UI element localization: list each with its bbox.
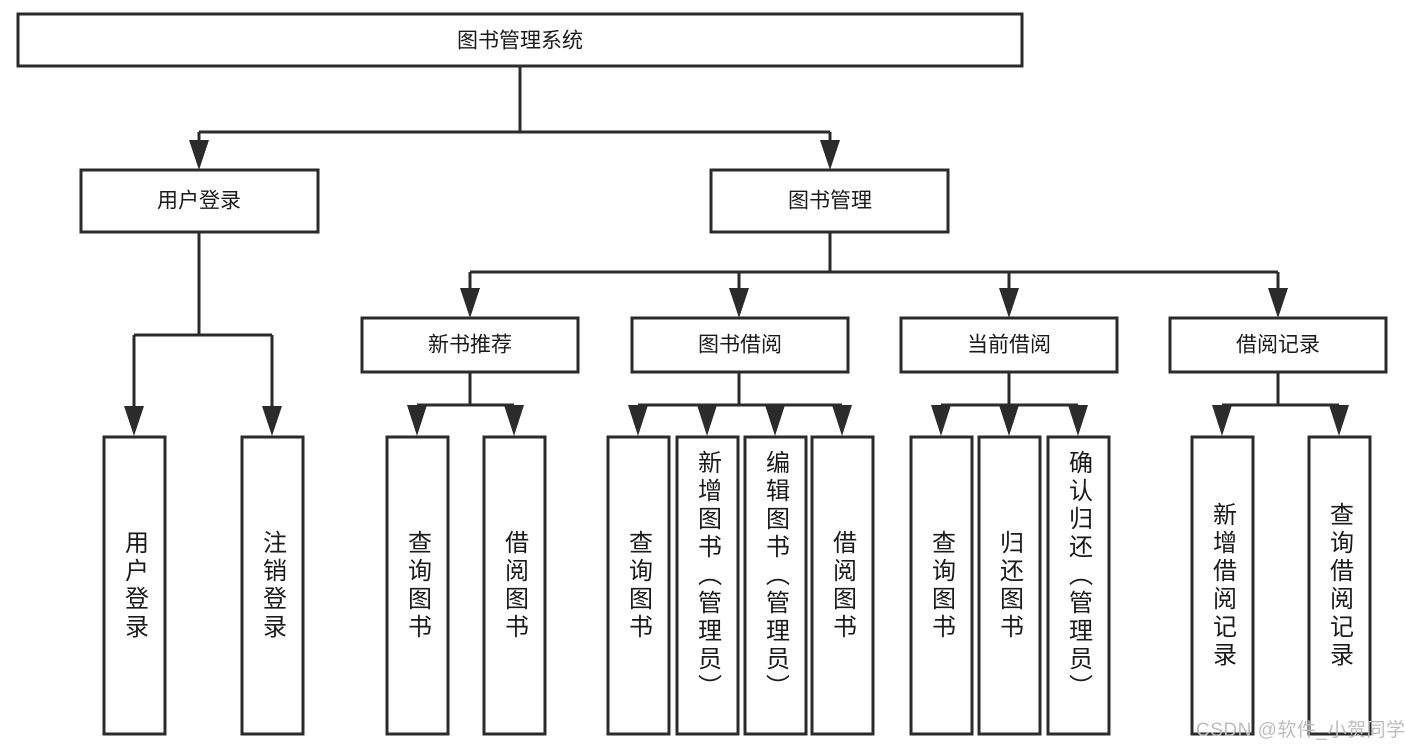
leaf-query-book-current-box[interactable] xyxy=(909,435,974,736)
arrow-to-leaf-query-book-1 xyxy=(407,405,427,436)
arrow-to-leaf-add-book xyxy=(697,405,717,436)
leaf-query-book-current-label: 查询图书 xyxy=(928,530,956,642)
node-book-borrow-box[interactable] xyxy=(630,316,850,374)
leaf-borrow-book-box[interactable] xyxy=(810,435,875,736)
leaf-borrow-book-label: 借阅图书 xyxy=(829,530,857,642)
arrow-to-leaf-query-record xyxy=(1329,405,1349,436)
leaf-return-book-label: 归还图书 xyxy=(996,530,1024,642)
leaf-logout[interactable]: 注销登录 xyxy=(240,435,305,736)
leaf-query-borrow-record-box[interactable] xyxy=(1307,435,1372,736)
arrow-to-leaf-borrow-book-2 xyxy=(832,405,852,436)
node-book-management-label: 图书管理 xyxy=(788,190,872,213)
arrow-to-leaf-user-login xyxy=(124,406,144,436)
node-user-login-label: 用户登录 xyxy=(157,190,241,213)
leaf-query-book-recommend-label: 查询图书 xyxy=(404,530,432,642)
arrow-to-user-login xyxy=(189,140,209,170)
leaf-query-book-recommend-box[interactable] xyxy=(385,435,450,736)
leaf-query-book-recommend[interactable]: 查询图书 xyxy=(385,435,450,736)
leaf-add-borrow-record[interactable]: 新增借阅记录 xyxy=(1190,435,1255,736)
leaf-edit-book[interactable]: 编辑图书（管理员） xyxy=(743,435,808,736)
node-new-book-recommend-label: 新书推荐 xyxy=(428,334,512,357)
node-book-management[interactable]: 图书管理 xyxy=(709,168,950,234)
leaf-borrow-book-recommend[interactable]: 借阅图书 xyxy=(482,435,547,736)
leaf-query-borrow-record-label: 查询借阅记录 xyxy=(1326,502,1354,670)
leaf-query-book-borrow-box[interactable] xyxy=(606,435,671,736)
node-book-borrow-label: 图书借阅 xyxy=(698,334,782,357)
connector-layer xyxy=(124,66,1349,436)
arrow-to-current-borrow xyxy=(999,288,1019,318)
leaf-logout-box[interactable] xyxy=(240,435,305,736)
leaf-borrow-book-recommend-box[interactable] xyxy=(482,435,547,736)
leaf-add-book-box[interactable] xyxy=(675,435,740,736)
node-current-borrow[interactable]: 当前借阅 xyxy=(899,316,1119,374)
arrow-to-leaf-borrow-book-1 xyxy=(504,405,524,436)
leaf-return-book-box[interactable] xyxy=(977,435,1042,736)
node-borrow-record[interactable]: 借阅记录 xyxy=(1168,316,1388,374)
leaf-add-book[interactable]: 新增图书（管理员） xyxy=(675,435,740,736)
leaf-query-book-current[interactable]: 查询图书 xyxy=(909,435,974,736)
leaf-confirm-return[interactable]: 确认归还（管理员） xyxy=(1046,435,1111,736)
arrow-to-leaf-edit-book xyxy=(765,405,785,436)
arrow-to-new-book-recommend xyxy=(460,288,480,318)
leaf-user-login-box[interactable] xyxy=(102,435,167,736)
arrow-to-leaf-logout xyxy=(262,406,282,436)
arrow-to-leaf-add-record xyxy=(1212,405,1232,436)
leaf-add-borrow-record-box[interactable] xyxy=(1190,435,1255,736)
leaf-confirm-return-label: 确认归还（管理员） xyxy=(1065,450,1093,702)
node-book-management-box[interactable] xyxy=(709,168,950,234)
leaf-confirm-return-box[interactable] xyxy=(1046,435,1111,736)
node-root-box[interactable] xyxy=(16,12,1024,68)
node-current-borrow-label: 当前借阅 xyxy=(967,334,1051,357)
arrow-to-borrow-record xyxy=(1268,288,1288,318)
arrow-to-leaf-return-book xyxy=(999,405,1019,436)
leaf-borrow-book[interactable]: 借阅图书 xyxy=(810,435,875,736)
leaf-add-borrow-record-label: 新增借阅记录 xyxy=(1209,502,1237,670)
leaf-add-book-label: 新增图书（管理员） xyxy=(694,450,722,702)
leaf-query-book-borrow-label: 查询图书 xyxy=(625,530,653,642)
arrow-to-leaf-query-book-2 xyxy=(628,405,648,436)
node-borrow-record-box[interactable] xyxy=(1168,316,1388,374)
leaf-query-borrow-record[interactable]: 查询借阅记录 xyxy=(1307,435,1372,736)
leaf-edit-book-label: 编辑图书（管理员） xyxy=(762,450,790,702)
arrow-to-leaf-confirm-return xyxy=(1068,405,1088,436)
arrow-to-book-mgmt xyxy=(820,140,840,170)
arrow-to-leaf-query-book-3 xyxy=(931,405,951,436)
node-new-book-recommend-box[interactable] xyxy=(360,316,580,374)
node-new-book-recommend[interactable]: 新书推荐 xyxy=(360,316,580,374)
node-user-login[interactable]: 用户登录 xyxy=(79,168,320,234)
leaf-return-book[interactable]: 归还图书 xyxy=(977,435,1042,736)
watermark-text: CSDN @软件_小贺同学 xyxy=(1196,719,1405,741)
node-borrow-record-label: 借阅记录 xyxy=(1236,334,1320,357)
arrow-to-book-borrow xyxy=(729,288,749,318)
node-user-login-box[interactable] xyxy=(79,168,320,234)
node-root[interactable]: 图书管理系统 xyxy=(16,12,1024,68)
leaf-user-login[interactable]: 用户登录 xyxy=(102,435,167,736)
leaf-query-book-borrow[interactable]: 查询图书 xyxy=(606,435,671,736)
leaf-logout-label: 注销登录 xyxy=(259,530,287,642)
node-current-borrow-box[interactable] xyxy=(899,316,1119,374)
node-root-label: 图书管理系统 xyxy=(457,30,583,53)
leaf-borrow-book-recommend-label: 借阅图书 xyxy=(501,530,529,642)
leaf-user-login-label: 用户登录 xyxy=(121,530,149,642)
node-book-borrow[interactable]: 图书借阅 xyxy=(630,316,850,374)
leaf-edit-book-box[interactable] xyxy=(743,435,808,736)
